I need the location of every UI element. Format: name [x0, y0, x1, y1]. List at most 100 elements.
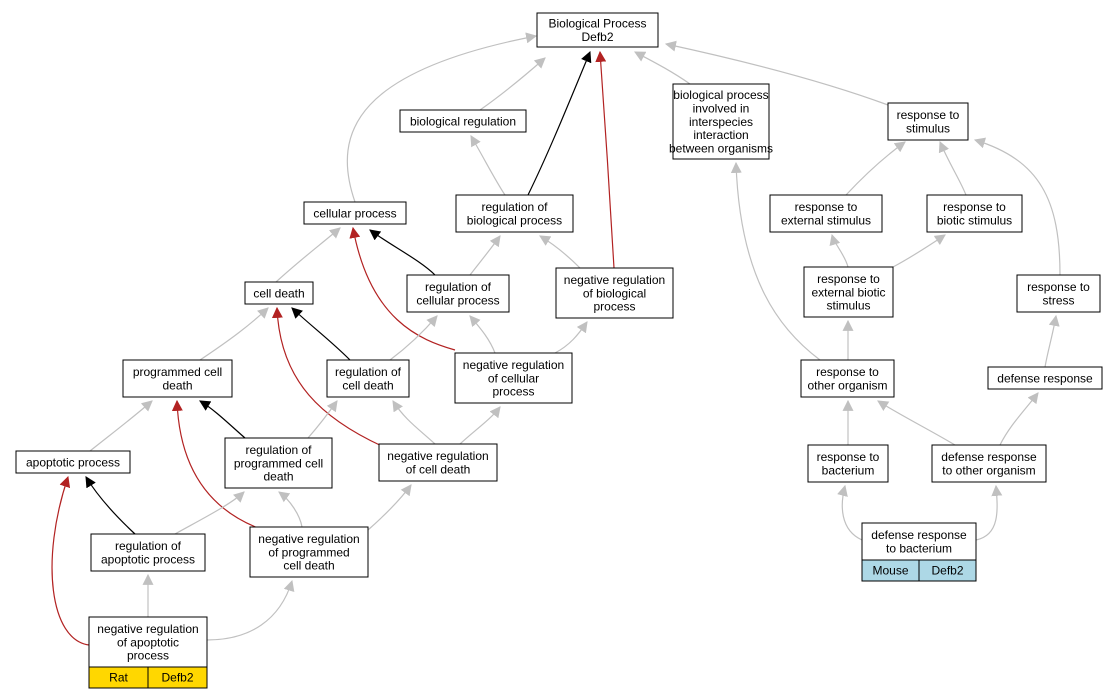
- term-label-line: of cellular: [488, 371, 539, 385]
- term-label-line: negative regulation: [97, 622, 198, 636]
- term-label-line: stimulus: [906, 121, 950, 135]
- term-label-line: Biological Process: [548, 17, 646, 31]
- edge-from-neg-reg-cd: [271, 306, 394, 452]
- term-label-line: to bacterium: [886, 541, 952, 555]
- term-label-line: response to: [795, 200, 858, 214]
- edge-from-neg-reg-prog: [278, 491, 303, 528]
- term-label-line: process: [593, 300, 635, 314]
- term-label-line: response to: [817, 450, 880, 464]
- mouse-gene-label: Defb2: [931, 564, 963, 578]
- mouse-species-cell: Mouse: [861, 559, 920, 582]
- term-box: [800, 359, 895, 398]
- edge-from-cell-proc: [346, 32, 538, 203]
- edge-from-reg-cell: [369, 229, 436, 276]
- term-box: [536, 12, 659, 48]
- term-box: [672, 83, 770, 160]
- edge-from-reg-cell-death: [291, 307, 351, 361]
- term-label-line: biological process: [467, 213, 562, 227]
- edge-from-def-other: [999, 392, 1039, 446]
- term-box: [378, 443, 498, 482]
- term-label-line: interaction: [693, 128, 748, 142]
- term-label-line: to other organism: [942, 463, 1035, 477]
- edge-from-neg-reg-cell: [469, 315, 496, 354]
- go-term-cell-death[interactable]: cell death: [244, 281, 314, 305]
- rat-species-label: Rat: [109, 671, 128, 685]
- term-box: [887, 102, 969, 141]
- edge-from-resp-ext: [845, 141, 906, 196]
- edge-from-neg-reg-bio: [539, 235, 581, 269]
- term-box: [224, 437, 333, 489]
- term-box: [769, 194, 883, 233]
- edge-from-resp-stim: [664, 40, 889, 106]
- term-label-line: response to: [1027, 280, 1090, 294]
- term-box: [326, 359, 410, 398]
- term-label-line: cell death: [283, 559, 334, 573]
- edge-from-bio-reg: [479, 57, 546, 111]
- term-label-line: cell death: [253, 286, 304, 300]
- term-label-line: apoptotic process: [101, 552, 195, 566]
- term-label-line: programmed cell: [234, 456, 323, 470]
- term-label-line: negative regulation: [463, 358, 564, 372]
- term-box: [122, 359, 233, 398]
- term-box: [15, 450, 131, 474]
- swatch-fill: [918, 559, 977, 582]
- term-label-line: of biological: [583, 286, 646, 300]
- term-label-line: cellular process: [313, 206, 396, 220]
- term-box: [931, 444, 1047, 483]
- swatch-fill: [147, 666, 208, 689]
- term-label-line: regulation of: [115, 539, 182, 553]
- go-term-bio-reg[interactable]: biological regulation: [399, 109, 527, 133]
- term-label-line: defense response: [941, 450, 1037, 464]
- term-label-line: between organisms: [669, 141, 773, 155]
- term-label-line: negative regulation: [258, 532, 359, 546]
- term-label-line: response to: [816, 365, 879, 379]
- term-box: [1016, 274, 1101, 313]
- go-term-defense[interactable]: defense response: [987, 366, 1103, 390]
- rat-gene-label: Defb2: [161, 671, 193, 685]
- go-term-cell-proc[interactable]: cellular process: [303, 201, 407, 225]
- term-label-line: Defb2: [581, 30, 613, 44]
- go-term-apoptotic[interactable]: apoptotic process: [15, 450, 131, 474]
- edge-from-neg-reg-bio: [595, 50, 615, 269]
- term-label-line: cellular process: [416, 293, 499, 307]
- term-label-line: process: [127, 649, 169, 663]
- term-label-line: negative regulation: [387, 449, 488, 463]
- edge-from-reg-bio: [470, 135, 506, 196]
- edge-from-resp-biotic: [938, 140, 967, 196]
- rat-gene-cell: Defb2: [147, 666, 208, 689]
- term-label-line: of programmed: [268, 545, 349, 559]
- term-label-line: stimulus: [826, 299, 870, 313]
- edge-from-reg-cell: [469, 235, 501, 276]
- edge-from-resp-other: [730, 161, 821, 361]
- term-label-line: response to: [897, 108, 960, 122]
- edge-from-reg-cell-death: [389, 315, 438, 361]
- edge-from-neg-reg-cell: [554, 321, 588, 354]
- edge-from-reg-apop: [174, 491, 245, 535]
- term-box: [803, 266, 894, 318]
- term-label-line: regulation of: [425, 280, 492, 294]
- term-label-line: programmed cell: [133, 365, 222, 379]
